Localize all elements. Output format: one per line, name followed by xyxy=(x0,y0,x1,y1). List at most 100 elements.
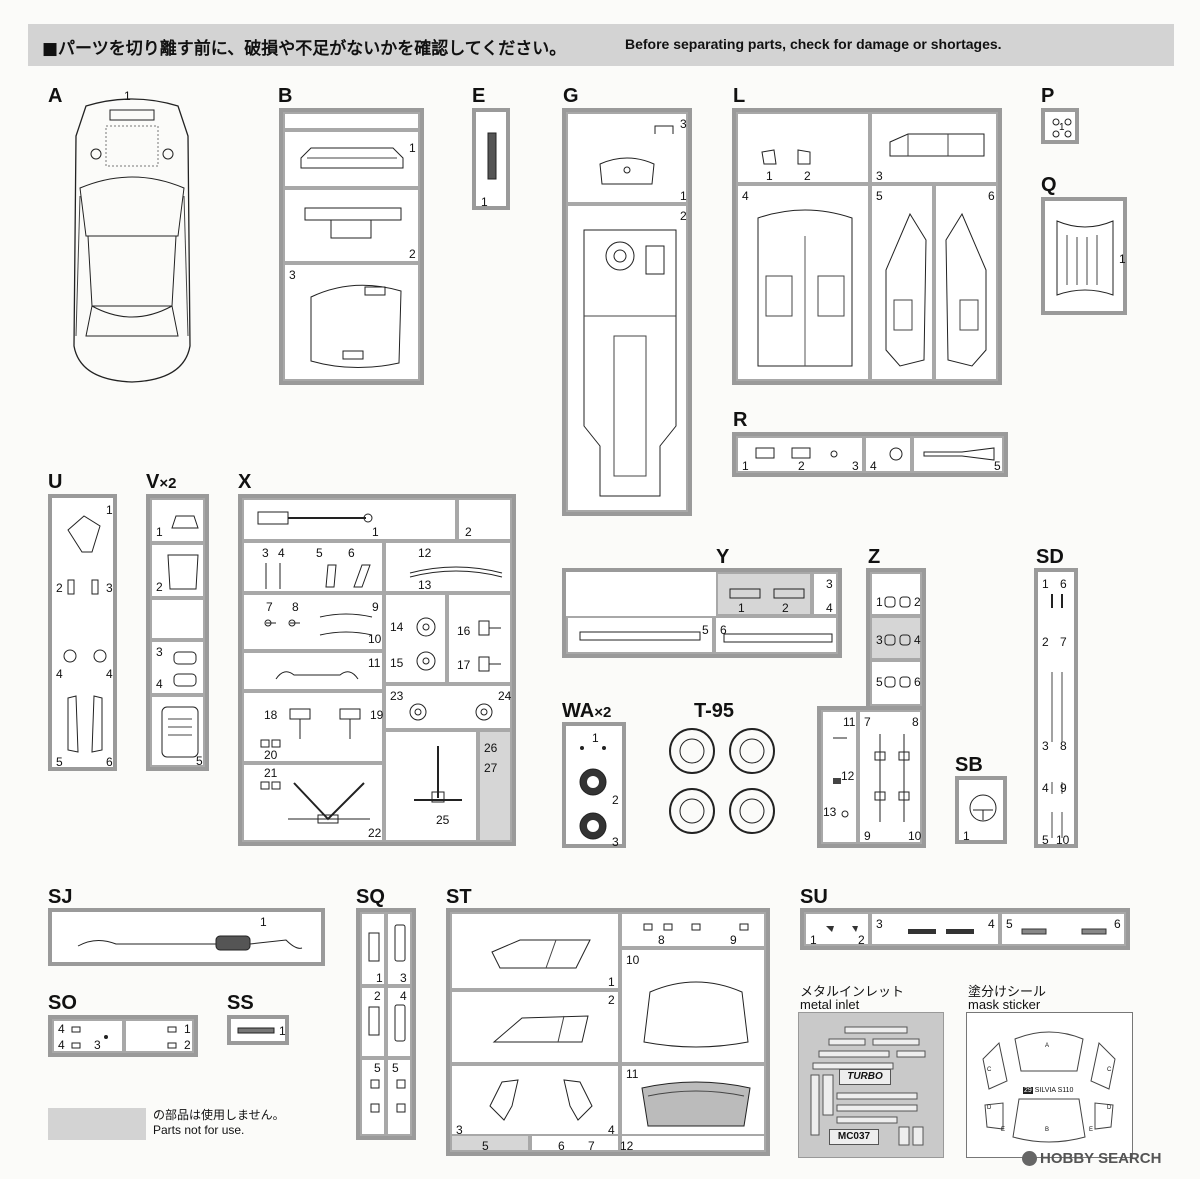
part-number: 2 xyxy=(608,993,615,1007)
runner-cell: 2 xyxy=(283,188,420,263)
part-number: 23 xyxy=(390,689,404,703)
runner-cell: 3 1 xyxy=(566,112,688,204)
runner-cell: 3 4 xyxy=(450,1064,620,1136)
runner-cell: 5 xyxy=(566,616,714,654)
part-number: 5 xyxy=(1042,833,1049,847)
runner-l-frame: 1 2 3 4 5 6 xyxy=(732,108,1002,385)
runner-label-z: Z xyxy=(868,546,881,568)
runner-cell: 5 xyxy=(912,436,1004,473)
part-number: 5 xyxy=(876,675,883,689)
runner-cell: 1 2 xyxy=(736,112,870,184)
part-number: 3 xyxy=(400,971,407,985)
part-number: 1 xyxy=(592,731,599,745)
part-number: 1 xyxy=(1059,122,1065,133)
part-number: 3 xyxy=(680,117,687,131)
part-number: 6 xyxy=(558,1139,565,1153)
runner-label-l: L xyxy=(733,85,746,107)
part-number: 10 xyxy=(626,953,640,967)
not-used-legend-text: の部品は使用しません。 Parts not for use. xyxy=(153,1108,285,1138)
part-number: 18 xyxy=(264,708,278,722)
metal-inlet-turbo-plate: TURBO xyxy=(839,1069,891,1085)
runner-cell: 4 4 3 xyxy=(52,1019,124,1053)
runner-cell-not-used: 3 4 xyxy=(870,616,922,660)
part-number: 1 xyxy=(876,595,883,609)
runner-v-frame: 1 2 3 4 5 xyxy=(146,494,209,771)
mask-letter: D xyxy=(1107,1105,1112,1111)
runner-label-p: P xyxy=(1041,85,1055,107)
runner-label-b: B xyxy=(278,85,293,107)
runner-cell: 1 2 xyxy=(870,572,922,616)
part-number: 11 xyxy=(368,656,381,670)
runner-cell: 3 4 xyxy=(150,640,205,695)
runner-cell: 7 8 9 10 xyxy=(858,710,922,844)
part-number: 4 xyxy=(278,546,285,560)
part-number: 3 xyxy=(106,581,113,595)
part-number: 10 xyxy=(368,632,382,646)
part-number: 1 xyxy=(376,971,383,985)
runner-cell: 5 6 xyxy=(1000,912,1126,946)
runner-label-text: V xyxy=(146,471,160,493)
runner-label-v: V×2 xyxy=(146,471,176,494)
part-number: 2 xyxy=(680,209,687,223)
part-number: 3 xyxy=(876,169,883,183)
part-number: 1 xyxy=(738,601,745,615)
runner-label-sq: SQ xyxy=(356,886,385,908)
runner-cell: 1 xyxy=(360,912,386,986)
runner-label-e: E xyxy=(472,85,486,107)
runner-label-su: SU xyxy=(800,886,828,908)
part-number: 4 xyxy=(988,917,995,931)
part-number: 3 xyxy=(826,577,833,591)
runner-cell: 1 xyxy=(242,498,457,541)
mask-letter: E xyxy=(1089,1127,1094,1133)
part-number: 6 xyxy=(348,546,355,560)
runner-cell: 4 xyxy=(864,436,912,473)
part-number: 7 xyxy=(588,1139,595,1153)
runner-p-frame: 1 xyxy=(1041,108,1079,144)
header-banner: ■パーツを切り離す前に、破損や不足がないかを確認してください。 Before s… xyxy=(28,24,1174,66)
mask-letter: E xyxy=(1001,1127,1006,1133)
runner-label-text: WA xyxy=(562,700,595,722)
part-number: 2 xyxy=(612,793,619,807)
part-number: 7 xyxy=(266,600,273,614)
runner-label-r: R xyxy=(733,409,748,431)
part-number: 1 xyxy=(1042,577,1049,591)
part-number: 6 xyxy=(1114,917,1121,931)
part-number: 9 xyxy=(864,829,871,843)
runner-cell: 3 4 xyxy=(870,912,1000,946)
runner-u-frame: 1 2 3 4 4 5 6 xyxy=(48,494,117,771)
legend-japanese: の部品は使用しません。 xyxy=(153,1108,285,1122)
mask-sticker-title-en: mask sticker xyxy=(968,997,1041,1012)
part-number: 8 xyxy=(292,600,299,614)
runner-spacer xyxy=(566,572,716,616)
part-number: 2 xyxy=(914,595,921,609)
part-number: 3 xyxy=(156,645,163,659)
runner-cell: 11 xyxy=(242,651,384,691)
part-number: 4 xyxy=(1042,781,1049,795)
part-number: 4 xyxy=(742,189,749,203)
mask-letter: D xyxy=(987,1105,992,1111)
part-number: 1 xyxy=(766,169,773,183)
part-number: 2 xyxy=(156,580,163,594)
runner-label-wa: WA×2 xyxy=(562,700,611,723)
part-number: 2 xyxy=(798,459,805,473)
mask-sticker-sheet: A B C C D D E E 29 SILVIA S110 xyxy=(966,1012,1133,1158)
part-number: 25 xyxy=(436,813,450,827)
part-number: 1 xyxy=(260,915,267,929)
part-number: 4 xyxy=(400,989,407,1003)
part-number: 4 xyxy=(106,667,113,681)
part-number: 3 xyxy=(852,459,859,473)
car-body-drawing xyxy=(66,96,198,384)
part-number: 5 xyxy=(196,754,203,768)
runner-cell xyxy=(530,1136,620,1152)
part-number: 3 xyxy=(876,917,883,931)
part-number: 4 xyxy=(56,667,63,681)
runner-sd-frame: 1 6 2 7 3 8 4 9 5 10 xyxy=(1034,568,1078,848)
runner-cell: 6 xyxy=(714,616,838,654)
runner-label-ss: SS xyxy=(227,992,254,1014)
banner-english-text: Before separating parts, check for damag… xyxy=(625,36,1002,52)
metal-inlet-title-en: metal inlet xyxy=(800,997,860,1012)
runner-cell: 16 17 xyxy=(447,593,512,684)
tires-drawing xyxy=(668,727,776,837)
mask-sticker-badge: 29 xyxy=(1023,1087,1033,1094)
runner-cell: 2 xyxy=(450,990,620,1064)
